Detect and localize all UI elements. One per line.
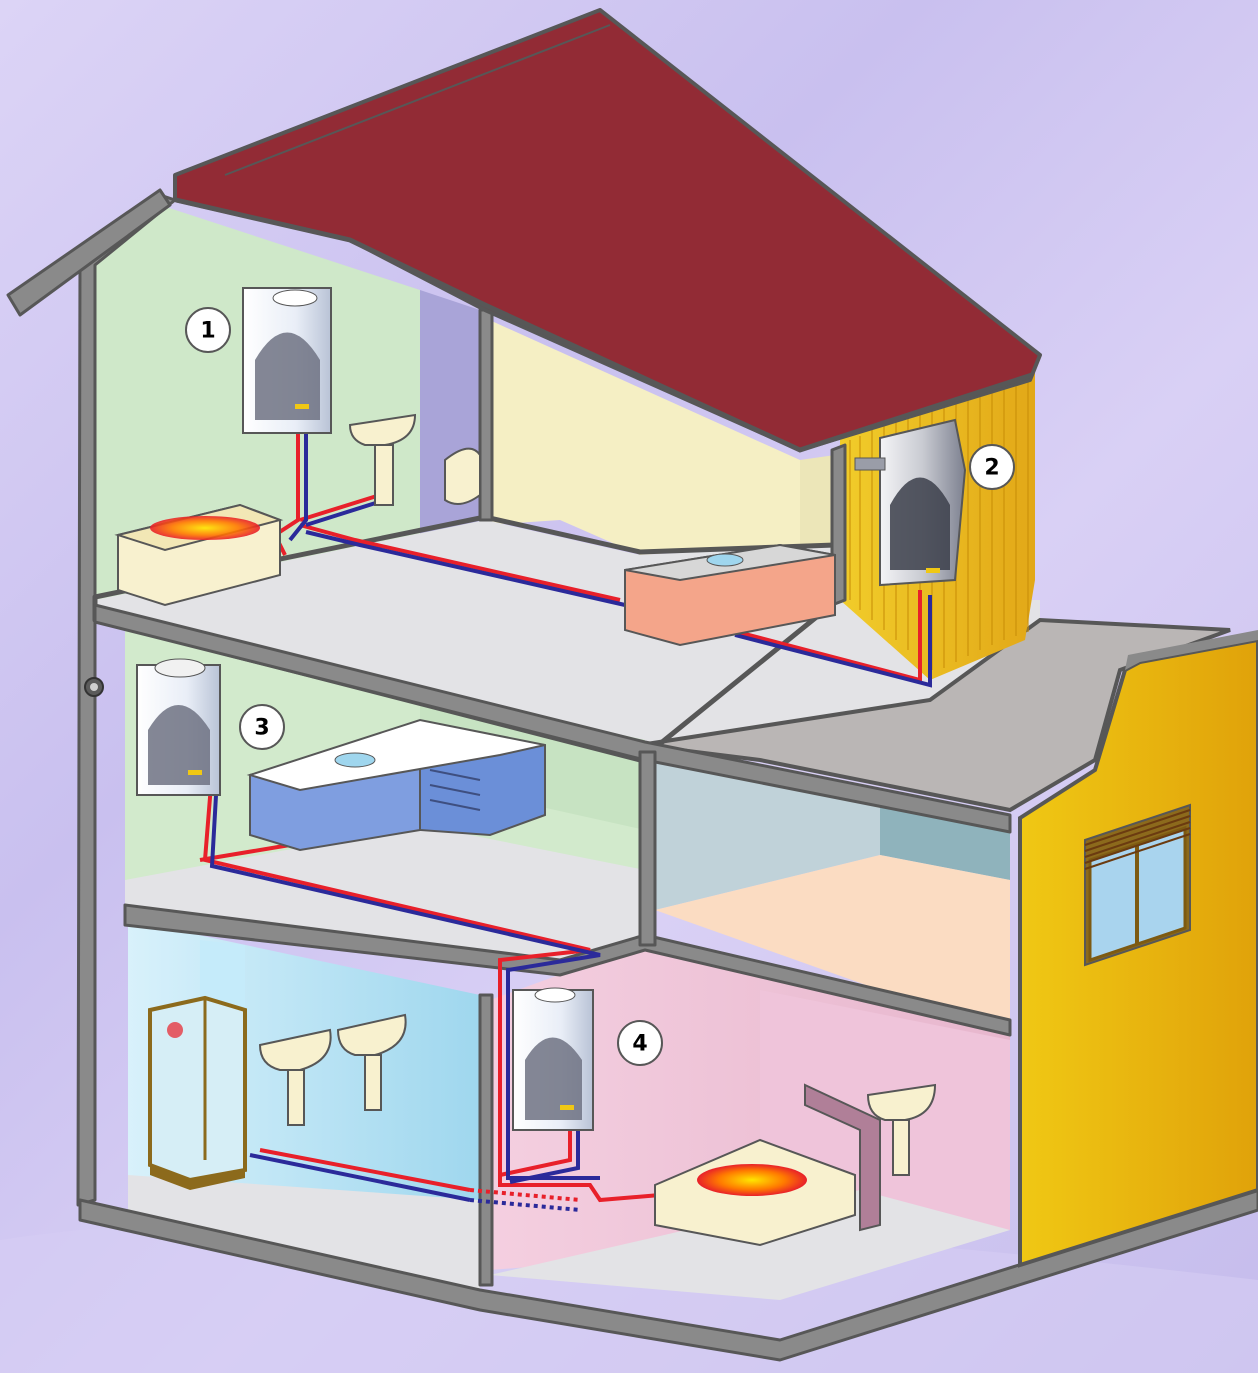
wall-connector-icon [85, 678, 103, 696]
callout-3-label: 3 [254, 716, 269, 741]
boiler-3 [137, 659, 220, 795]
toilet [445, 449, 480, 504]
callout-1: 1 [186, 308, 230, 352]
callout-3: 3 [240, 705, 284, 749]
callout-1-label: 1 [200, 319, 215, 344]
callout-4: 4 [618, 1021, 662, 1065]
callout-2-label: 2 [984, 456, 999, 481]
boiler-4 [513, 988, 593, 1130]
boiler-1 [243, 288, 331, 433]
callout-4-label: 4 [632, 1032, 647, 1057]
shower-cabin [150, 998, 245, 1190]
callout-2: 2 [970, 445, 1014, 489]
